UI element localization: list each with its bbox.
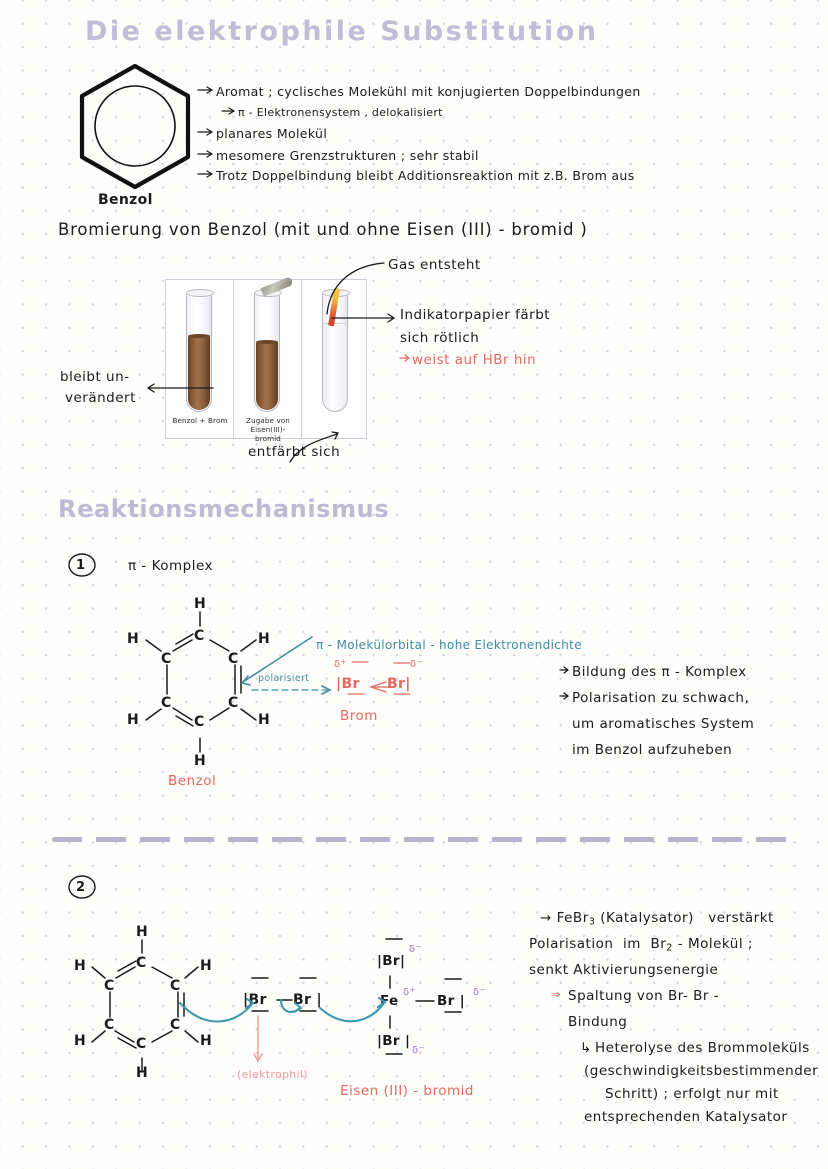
step2-febr3-label: Eisen (III) - bromid <box>340 1083 474 1099</box>
annotation-decolorize: entfärbt sich <box>248 444 341 460</box>
mechanism-heading: Reaktionsmechanismus <box>58 495 390 523</box>
step2-note-3: senkt Aktivierungsenergie <box>529 962 719 978</box>
step1-note-3: um aromatisches System <box>572 716 755 732</box>
step2-arrow-hook: ↳ <box>580 1040 592 1056</box>
step2-fe-center: Fe <box>380 993 399 1009</box>
step1-atom-h-bottom: H <box>194 753 207 769</box>
step-2-number: 2 <box>76 880 86 895</box>
experiment-heading: Bromierung von Benzol (mit und ohne Eise… <box>58 220 588 239</box>
step2-febr3-br-bottom: |Br | <box>377 1033 411 1049</box>
step2-delta-minus-bottom: δ− <box>412 1043 425 1057</box>
step2-atom-c-lower-left: C <box>104 1017 115 1033</box>
step2-note-4: Spaltung von Br- Br - <box>568 988 720 1004</box>
step2-br-free-right: Br | <box>293 992 322 1008</box>
step2-note-6: Heterolyse des Brommoleküls <box>595 1040 810 1056</box>
step1-atom-c-bottom: C <box>194 714 205 730</box>
annotation-gas: Gas entsteht <box>388 257 481 273</box>
step2-atom-c-top: C <box>136 955 147 971</box>
step1-delta-minus: δ− <box>410 657 423 671</box>
step2-atom-h-upper-right: H <box>200 958 213 974</box>
benzene-ring-figure <box>77 62 193 190</box>
page-title: Die elektrophile Substitution <box>85 16 599 47</box>
test-tube-2 <box>254 292 280 412</box>
step-1-title: π - Komplex <box>128 558 214 574</box>
step2-atom-h-top: H <box>136 924 149 940</box>
intro-bullet-3: planares Molekül <box>216 126 328 141</box>
step2-electrophile-label: (elektrophil) <box>237 1068 308 1081</box>
step2-note-9: entsprechenden Katalysator <box>584 1109 788 1125</box>
step2-febr3-br-right: Br | <box>437 993 465 1009</box>
annotation-indicator-line1: Indikatorpapier färbt <box>400 307 551 323</box>
step2-note-8: Schritt) ; erfolgt nur mit <box>605 1086 779 1102</box>
step2-atom-c-lower-right: C <box>170 1017 181 1033</box>
intro-bullet-2: π - Elektronensystem , delokalisiert <box>238 106 443 119</box>
step1-orbital-note: π - Molekülorbital - hohe Elektronendich… <box>316 638 582 652</box>
step2-note-2: Polarisation im Br2 - Molekül ; <box>529 936 753 954</box>
test-tube-1-label: Benzol + Brom <box>172 416 228 425</box>
experiment-figure: Benzol + Brom Zugabe von Eisen(III)-brom… <box>165 276 367 443</box>
step1-br-left: |Br <box>336 676 360 692</box>
annotation-indicator-line3: weist auf HBr hin <box>412 352 537 368</box>
step2-delta-minus-right: δ− <box>473 985 486 999</box>
step1-note-4: im Benzol aufzuheben <box>572 742 733 758</box>
step1-polarisiert-arrow <box>251 685 332 695</box>
step2-atom-c-upper-left: C <box>104 978 115 994</box>
intro-bullet-4: mesomere Grenzstrukturen ; sehr stabil <box>216 148 479 163</box>
step2-delta-minus-top: δ− <box>409 942 422 956</box>
step2-note-1: → FeBr3 (Katalysator) verstärkt <box>540 910 774 928</box>
step1-atom-c-upper-left: C <box>161 651 172 667</box>
step1-atom-c-lower-left: C <box>161 695 172 711</box>
step2-arrow-double: ⇒ <box>551 988 561 1001</box>
step1-br-right: Br| <box>387 676 411 692</box>
step2-atom-c-upper-right: C <box>170 978 181 994</box>
step2-br-free-left: |Br <box>243 992 267 1008</box>
step1-atom-c-top: C <box>194 628 205 644</box>
step2-mechanism-arrows <box>178 996 387 1023</box>
test-tube-2-label-line2: Eisen(III)-bromid <box>250 425 286 443</box>
step1-atom-h-top: H <box>194 596 207 612</box>
step2-atom-h-upper-left: H <box>74 958 87 974</box>
step2-electrophile-pointer <box>253 1015 263 1063</box>
annotation-unchanged-line1: bleibt un- <box>60 369 130 385</box>
step2-atom-h-bottom: H <box>136 1065 149 1081</box>
step1-atom-h-lower-right: H <box>258 712 271 728</box>
benzene-figure-label: Benzol <box>98 192 153 208</box>
step1-note-2: Polarisation zu schwach, <box>572 690 750 706</box>
test-tube-1-rim <box>186 289 214 297</box>
step2-febr3-br-top: |Br| <box>377 953 406 969</box>
step2-atom-h-lower-right: H <box>200 1033 213 1049</box>
step1-note-1: Bildung des π - Komplex <box>572 664 747 680</box>
section-divider <box>52 837 790 842</box>
step1-polarized-note: polarisiert <box>258 673 310 684</box>
step1-atom-h-upper-right: H <box>258 631 271 647</box>
step1-atom-c-upper-right: C <box>228 651 239 667</box>
step2-note-5: Bindung <box>568 1014 628 1030</box>
step1-benzene-label: Benzol <box>168 773 217 789</box>
intro-bullet-1: Aromat ; cyclisches Molekühl mit konjugi… <box>216 84 641 99</box>
step1-delta-plus: δ+ <box>334 657 347 671</box>
step1-note-markers <box>559 666 570 700</box>
step-1-number: 1 <box>76 558 86 573</box>
step2-note-7: (geschwindigkeitsbestimmender <box>584 1063 819 1079</box>
test-tube-1 <box>186 292 212 412</box>
step1-bromine-label: Brom <box>340 708 378 724</box>
step2-atom-h-lower-left: H <box>74 1033 87 1049</box>
annotation-unchanged-line2: verändert <box>65 390 136 406</box>
step1-atom-h-upper-left: H <box>127 631 140 647</box>
step1-atom-h-lower-left: H <box>127 712 140 728</box>
step1-atom-c-lower-right: C <box>228 695 239 711</box>
step2-atom-c-bottom: C <box>136 1036 147 1052</box>
test-tube-2-label-line1: Zugabe von <box>246 416 290 425</box>
annotation-indicator-line2: sich rötlich <box>400 330 480 346</box>
step2-delta-plus-fe: δ+ <box>403 985 416 999</box>
intro-bullet-5: Trotz Doppelbindung bleibt Additionsreak… <box>216 168 635 183</box>
